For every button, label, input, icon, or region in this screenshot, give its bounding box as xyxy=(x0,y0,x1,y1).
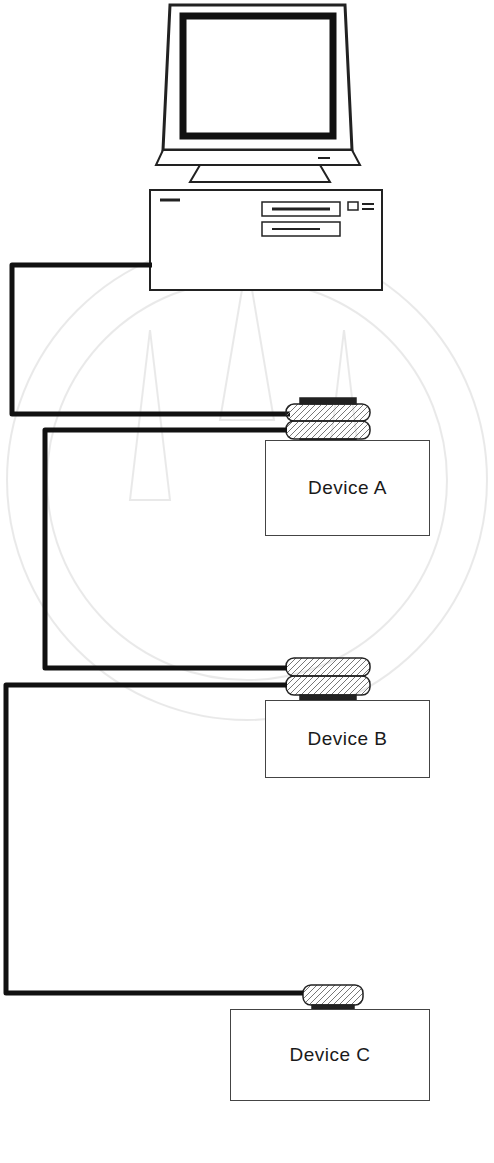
device-label: Device B xyxy=(307,728,387,750)
device-box: Device B xyxy=(265,700,430,778)
device-label: Device A xyxy=(308,477,387,499)
computer-monitor xyxy=(156,5,360,182)
cable xyxy=(45,430,287,668)
device-box: Device C xyxy=(230,1009,430,1101)
watermark-seal xyxy=(7,240,487,720)
cable xyxy=(6,685,303,993)
device-label: Device C xyxy=(289,1044,370,1066)
computer-cable xyxy=(12,265,290,414)
connector xyxy=(303,985,363,1009)
device-box: Device A xyxy=(265,440,430,536)
computer-case xyxy=(150,190,382,290)
connector-stack xyxy=(286,658,370,700)
connector-stack xyxy=(286,398,370,442)
